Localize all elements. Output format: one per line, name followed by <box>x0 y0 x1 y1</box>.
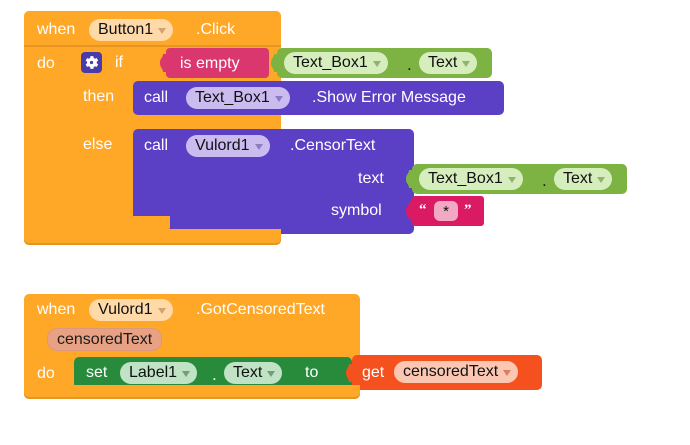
dropdown-variable-censoredtext[interactable]: censoredText <box>394 361 519 383</box>
call-label-1: call <box>144 89 169 106</box>
gear-icon[interactable] <box>81 52 102 73</box>
chevron-down-icon <box>254 143 263 150</box>
plug-getter-left-1 <box>271 54 280 72</box>
dropdown-variable-censoredtext-value: censoredText <box>403 363 499 380</box>
plug-string-left <box>406 202 415 220</box>
event-block-footer-1 <box>24 229 281 245</box>
dropdown-setter-property-text-value: Text <box>233 364 263 381</box>
method-name-censortext: .CensorText <box>290 137 376 154</box>
getter-separator-1: . <box>407 55 412 74</box>
event-block-footer-2 <box>24 385 360 399</box>
dropdown-getter-component-2[interactable]: Text_Box1 <box>419 168 523 190</box>
if-label: if <box>115 54 123 71</box>
chevron-down-icon <box>503 369 512 376</box>
string-value-field[interactable]: * <box>434 201 458 221</box>
plug-get-left <box>346 364 355 382</box>
event-parameter-censoredtext-label: censoredText <box>57 330 153 348</box>
when-label-1: when <box>37 21 76 38</box>
dropdown-getter-property-1[interactable]: Text <box>419 52 478 74</box>
get-label: get <box>362 364 385 381</box>
chevron-down-icon <box>597 176 606 183</box>
setter-separator: . <box>212 365 217 384</box>
plug-getter-left-2 <box>406 170 415 188</box>
dropdown-component-button1-value: Button1 <box>98 21 154 38</box>
block-is-empty[interactable] <box>166 48 269 78</box>
if-block-footer <box>70 216 170 232</box>
else-label: else <box>83 136 113 153</box>
string-close-quote: ” <box>464 202 472 218</box>
dropdown-call-component-vulord1-value: Vulord1 <box>195 137 250 154</box>
chevron-down-icon <box>157 307 166 314</box>
do-label-1: do <box>37 55 55 72</box>
dropdown-call-component-vulord1[interactable]: Vulord1 <box>186 135 270 157</box>
string-value-text: * <box>443 202 449 220</box>
event-name-gotcensoredtext: .GotCensoredText <box>196 301 325 318</box>
chevron-down-icon <box>462 60 471 67</box>
method-name-show-error-message: .Show Error Message <box>312 89 466 106</box>
dropdown-getter-component-2-value: Text_Box1 <box>428 170 503 187</box>
dropdown-getter-property-1-value: Text <box>428 54 458 71</box>
call-label-2: call <box>144 137 169 154</box>
param-label-text: text <box>358 170 384 187</box>
chevron-down-icon <box>372 60 381 67</box>
chevron-down-icon <box>158 27 167 34</box>
dropdown-setter-component-label1[interactable]: Label1 <box>120 362 198 384</box>
dropdown-getter-property-2[interactable]: Text <box>554 168 613 190</box>
event-parameter-censoredtext[interactable]: censoredText <box>47 328 163 351</box>
dropdown-getter-property-2-value: Text <box>563 170 593 187</box>
dropdown-component-vulord1-event[interactable]: Vulord1 <box>89 299 173 321</box>
dropdown-getter-component-1-value: Text_Box1 <box>293 54 368 71</box>
dropdown-setter-component-label1-value: Label1 <box>129 364 178 381</box>
dropdown-call-component-textbox1[interactable]: Text_Box1 <box>186 87 290 109</box>
dropdown-component-button1[interactable]: Button1 <box>89 19 174 41</box>
block-call-censortext[interactable] <box>133 129 414 234</box>
getter-separator-2: . <box>542 171 547 190</box>
chevron-down-icon <box>182 370 191 377</box>
do-label-2: do <box>37 365 55 382</box>
when-label-2: when <box>37 301 76 318</box>
plug-is-empty-left <box>160 54 169 72</box>
event-name-click: .Click <box>196 21 236 38</box>
dropdown-component-vulord1-event-value: Vulord1 <box>98 301 153 318</box>
dropdown-getter-component-1[interactable]: Text_Box1 <box>284 52 388 74</box>
param-label-symbol: symbol <box>331 202 382 219</box>
dropdown-call-component-textbox1-value: Text_Box1 <box>195 89 270 106</box>
dropdown-setter-property-text[interactable]: Text <box>224 362 283 384</box>
chevron-down-icon <box>267 370 276 377</box>
to-label: to <box>305 364 319 381</box>
chevron-down-icon <box>507 176 516 183</box>
string-open-quote: “ <box>419 202 427 218</box>
chevron-down-icon <box>274 95 283 102</box>
is-empty-label: is empty <box>180 55 240 72</box>
then-label: then <box>83 88 115 105</box>
set-label: set <box>86 364 108 381</box>
